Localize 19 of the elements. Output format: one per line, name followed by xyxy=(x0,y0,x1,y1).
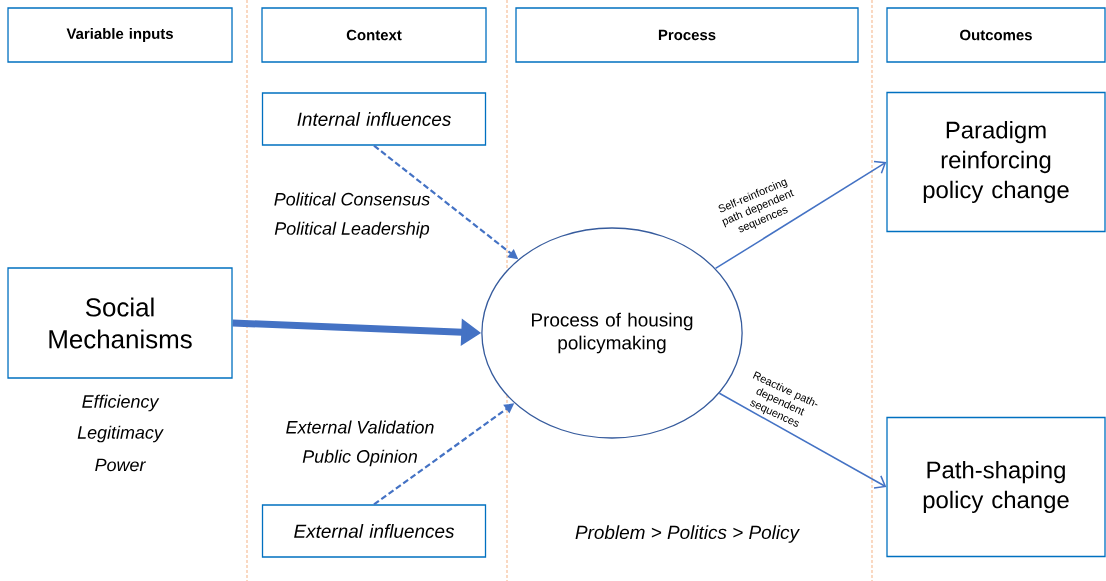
beside-text: Power xyxy=(95,458,146,472)
process-box: Social Mechanisms xyxy=(7,267,233,379)
note-text: Public Opinion xyxy=(302,449,417,467)
arrow xyxy=(718,392,887,489)
note-text: External Validation xyxy=(286,420,434,434)
beside-text: Legitimacy xyxy=(77,425,164,443)
process-box: Internal influences xyxy=(261,92,487,146)
note-text: Political Leadership xyxy=(274,221,430,239)
process-box: Path-shaping policy change xyxy=(886,416,1106,558)
arrow xyxy=(714,160,887,270)
process-box: External influences xyxy=(261,504,487,558)
header-box: Outcomes xyxy=(886,7,1106,63)
header-box: Process xyxy=(515,7,859,63)
note-text: Political Consensus xyxy=(274,192,430,206)
note-text: Problem > Politics > Policy xyxy=(575,525,800,543)
process-box: Paradigm reinforcing policy change xyxy=(886,91,1106,233)
beside-text: Efficiency xyxy=(82,394,160,412)
header-box: Variable inputs xyxy=(7,7,233,63)
header-box: Context xyxy=(261,7,487,63)
